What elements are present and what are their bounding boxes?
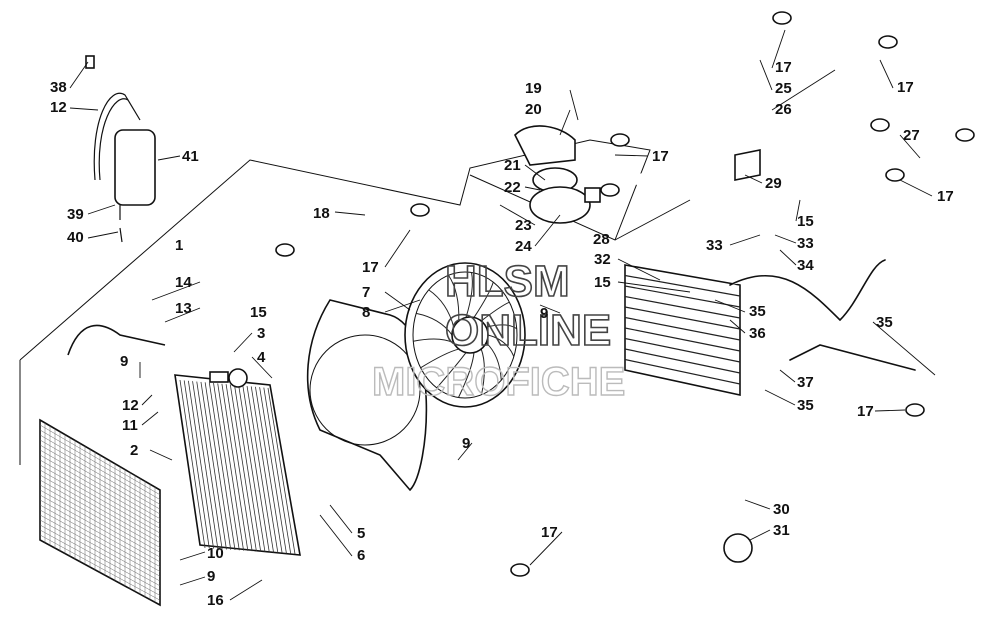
label-9: 9 — [120, 353, 128, 370]
label-8: 8 — [362, 304, 370, 321]
label-25: 25 — [775, 80, 792, 97]
label-15: 15 — [594, 274, 611, 291]
label-35: 35 — [749, 303, 766, 320]
hose-30 — [544, 424, 901, 561]
label-7: 7 — [362, 284, 370, 301]
label-9: 9 — [207, 568, 215, 585]
watermark-line3: MICROFICHE — [372, 360, 625, 404]
label-31: 31 — [773, 522, 790, 539]
radiator — [174, 368, 301, 556]
label-17: 17 — [541, 524, 558, 541]
label-34: 34 — [797, 257, 814, 274]
label-33: 33 — [706, 237, 723, 254]
label-6: 6 — [357, 547, 365, 564]
label-17: 17 — [362, 259, 379, 276]
callout-labels: 38 12 41 39 40 1 14 13 15 3 4 9 12 11 2 … — [50, 59, 954, 609]
label-17: 17 — [775, 59, 792, 76]
label-11: 11 — [122, 417, 138, 434]
label-15: 15 — [250, 304, 267, 321]
label-10: 10 — [207, 545, 224, 562]
fan-shroud — [306, 299, 428, 492]
label-35: 35 — [876, 314, 893, 331]
label-3: 3 — [257, 325, 265, 342]
label-17: 17 — [937, 188, 954, 205]
label-14: 14 — [175, 274, 192, 291]
label-28: 28 — [593, 231, 610, 248]
label-15: 15 — [797, 213, 814, 230]
clamp-31 — [723, 533, 753, 563]
label-9: 9 — [462, 435, 470, 452]
label-36: 36 — [749, 325, 766, 342]
hose-clamps — [275, 11, 975, 577]
hose-12 — [67, 324, 166, 356]
label-41: 41 — [182, 148, 199, 165]
radiator-screen — [39, 418, 161, 607]
label-29: 29 — [765, 175, 782, 192]
label-26: 26 — [775, 101, 792, 118]
label-32: 32 — [594, 251, 611, 268]
label-16: 16 — [207, 592, 224, 609]
label-33: 33 — [797, 235, 814, 252]
oil-cooler — [624, 264, 741, 396]
label-9: 9 — [540, 305, 548, 322]
hose-37 — [789, 344, 916, 371]
label-35: 35 — [797, 397, 814, 414]
label-1: 1 — [175, 237, 183, 254]
label-30: 30 — [773, 501, 790, 518]
overflow-tank — [85, 55, 156, 243]
label-2: 2 — [130, 442, 138, 459]
hose-36 — [729, 259, 886, 322]
fitting-29 — [734, 149, 761, 181]
label-39: 39 — [67, 206, 84, 223]
label-38: 38 — [50, 79, 67, 96]
leader-lines — [69, 29, 936, 601]
label-40: 40 — [67, 229, 84, 246]
label-22: 22 — [504, 179, 521, 196]
label-5: 5 — [357, 525, 365, 542]
label-17: 17 — [857, 403, 874, 420]
label-21: 21 — [504, 157, 521, 174]
label-37: 37 — [797, 374, 814, 391]
label-12: 12 — [50, 99, 67, 116]
label-24: 24 — [515, 238, 532, 255]
label-27: 27 — [903, 127, 920, 144]
cooling-fan — [404, 262, 526, 408]
label-20: 20 — [525, 101, 542, 118]
label-12: 12 — [122, 397, 139, 414]
watermark-line2: ONLINE — [445, 306, 611, 355]
label-17: 17 — [652, 148, 669, 165]
thermostat-housing — [514, 125, 601, 224]
label-13: 13 — [175, 300, 192, 317]
watermark-line1: HLSM — [445, 257, 570, 306]
label-23: 23 — [515, 217, 532, 234]
label-4: 4 — [257, 349, 266, 366]
label-17: 17 — [897, 79, 914, 96]
label-19: 19 — [525, 80, 542, 97]
label-18: 18 — [313, 205, 330, 222]
